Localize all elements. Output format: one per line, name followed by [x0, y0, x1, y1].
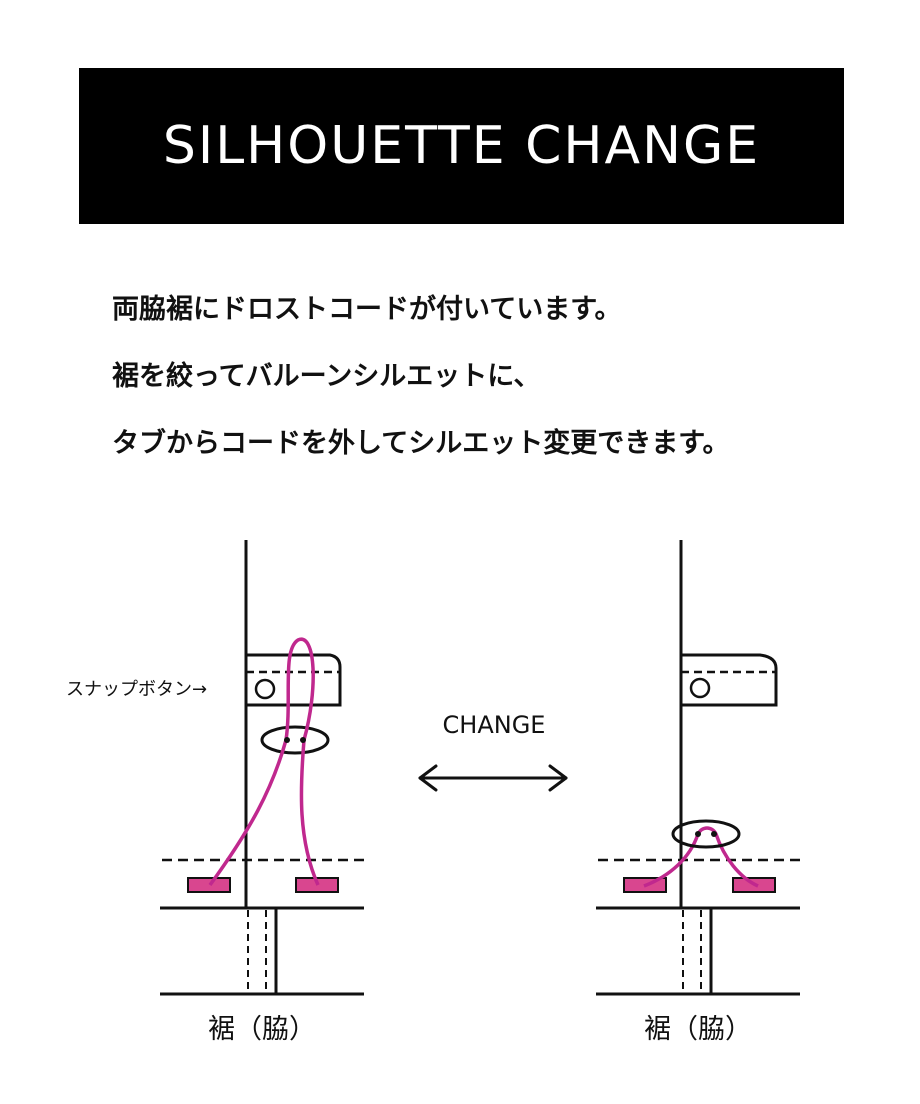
description: 両脇裾にドロストコードが付いています。 裾を絞ってバルーンシルエットに、 タブか… [112, 296, 872, 497]
description-line: 両脇裾にドロストコードが付いています。 [112, 294, 622, 325]
stopper-hole [300, 737, 306, 743]
right-cord [643, 826, 759, 888]
left-caption: 裾（脇） [208, 1014, 316, 1045]
snap-button-label: スナップボタン→ [66, 679, 207, 700]
header-title: SILHOUETTE CHANGE [162, 116, 761, 176]
left-cord [208, 637, 320, 887]
right-caption: 裾（脇） [644, 1014, 752, 1045]
snap-button-icon [689, 677, 711, 699]
cord-stopper-icon [671, 819, 741, 849]
left-snap-tab [246, 653, 342, 707]
double-arrow-icon [418, 764, 568, 792]
left-cord-tab [187, 877, 231, 893]
change-label: CHANGE [443, 711, 546, 739]
header-banner: SILHOUETTE CHANGE [79, 68, 844, 224]
left-illustration [160, 540, 368, 996]
stopper-hole [711, 831, 717, 837]
cord-stopper-icon [260, 725, 330, 755]
description-line: 裾を絞ってバルーンシルエットに、 [112, 361, 541, 392]
right-snap-tab [681, 653, 778, 707]
right-illustration [596, 540, 804, 996]
snap-button-icon [254, 678, 276, 700]
stopper-hole [695, 831, 701, 837]
stopper-hole [284, 737, 290, 743]
description-line: タブからコードを外してシルエット変更できます。 [112, 428, 730, 459]
